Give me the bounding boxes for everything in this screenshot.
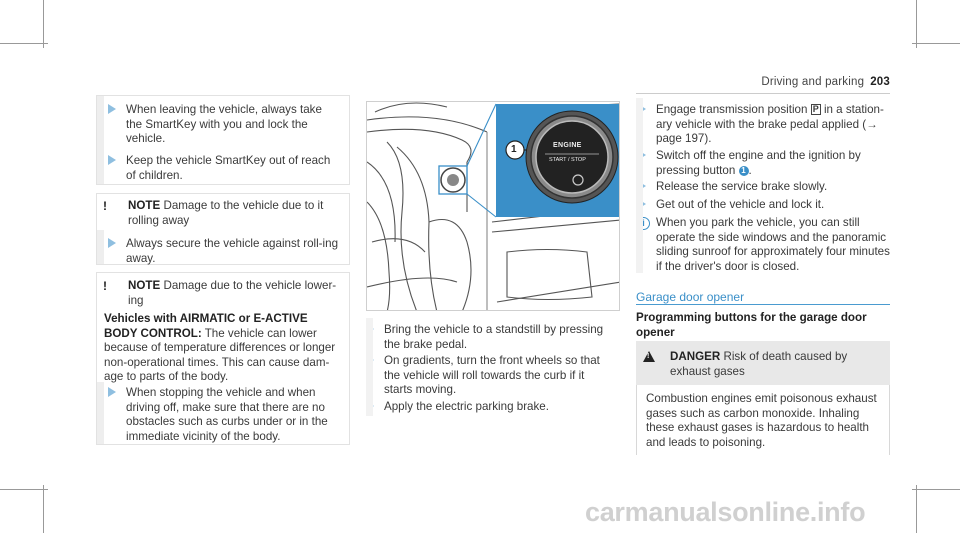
crop-mark [43,0,44,48]
danger-label: DANGER [670,350,721,363]
note-label: NOTE [128,199,161,212]
crop-mark [912,43,960,44]
step-text: When leaving the vehicle, always take th… [126,103,322,146]
figure-callout-number: 1 [511,144,517,155]
indent-bar [97,96,104,184]
step-arrow-icon [108,104,116,114]
step-text: Bring the vehicle to a standstill by pre… [384,323,604,351]
warning-exclamation: ! [647,353,650,360]
indent-bar [97,230,104,264]
crop-mark [912,489,960,490]
note-paragraph: Vehicles with AIRMATIC or E-ACTIVE BODY … [104,312,342,385]
page-header: Driving and parking 203 [761,76,890,88]
danger-heading: DANGER Risk of death caused by exhaust g… [670,350,882,379]
note-box [96,193,350,265]
step-text: Get out of the vehicle and lock it. [656,198,825,211]
button-label-engine: ENGINE [553,142,582,149]
warning-continuation-box [96,95,350,185]
page-number: 203 [870,76,890,88]
callout-number-1: 1 [738,165,749,176]
step-text: When stopping the vehicle and when drivi… [126,386,328,443]
section-rule [636,304,890,305]
note-heading: NOTE Damage to the vehicle due to it rol… [128,199,338,228]
step-text: Keep the vehicle SmartKey out of reach o… [126,154,331,182]
button-label-start-stop: START / STOP [549,157,586,163]
watermark: carmanualsonline.info [585,497,866,527]
info-text: When you park the vehicle, you can still… [656,216,890,273]
step-text: On gradients, turn the front wheels so t… [384,354,600,397]
step-text: Always secure the vehicle against roll-i… [126,237,339,265]
step-text: in a station-ary vehicle with the brake … [656,103,884,146]
step-arrow-icon [108,155,116,165]
indent-bar [636,98,643,273]
danger-body-box [636,385,890,455]
step-text: Release the service brake slowly. [656,180,828,193]
step-arrow-icon [108,387,116,397]
step-text: Switch off the engine and the ignition b… [656,149,861,177]
warning-triangle-icon [643,351,655,362]
crop-mark [0,489,48,490]
indent-bar [366,318,373,416]
danger-header [636,341,890,385]
note-box [96,272,350,445]
section-title: Garage door opener [636,290,745,304]
subheading: Programming buttons for the garage door … [636,311,867,339]
note-text: Damage to the vehicle due to it rolling … [128,199,324,227]
crop-mark [916,485,917,533]
step-text: Engage transmission position [656,103,808,116]
danger-title: Risk of death caused by exhaust gases [670,350,848,378]
exclamation-icon: ! [103,279,107,293]
header-rule [636,93,890,94]
section-name: Driving and parking [761,76,865,88]
note-label: NOTE [128,279,161,292]
step-text: Apply the electric parking brake. [384,400,549,413]
engine-button-illustration: 1 ENGINE START / STOP [366,101,620,311]
gear-p-symbol: P [810,104,821,115]
crop-mark [0,43,48,44]
danger-body-text: Combustion engines emit poisonous exhaus… [646,392,877,449]
note-paragraph-text: The vehicle can lower because of tempera… [104,326,336,384]
crop-mark [916,0,917,48]
exclamation-icon: ! [103,199,107,213]
note-paragraph-bold: Vehicles with AIRMATIC or E-ACTIVE BODY … [104,312,308,340]
cockpit-drawing [367,102,619,310]
note-heading: NOTE Damage due to the vehicle lower-ing [128,279,338,308]
note-text: Damage due to the vehicle lower-ing [128,279,337,307]
step-arrow-icon [108,238,116,248]
indent-bar [97,382,104,444]
crop-mark [43,485,44,533]
